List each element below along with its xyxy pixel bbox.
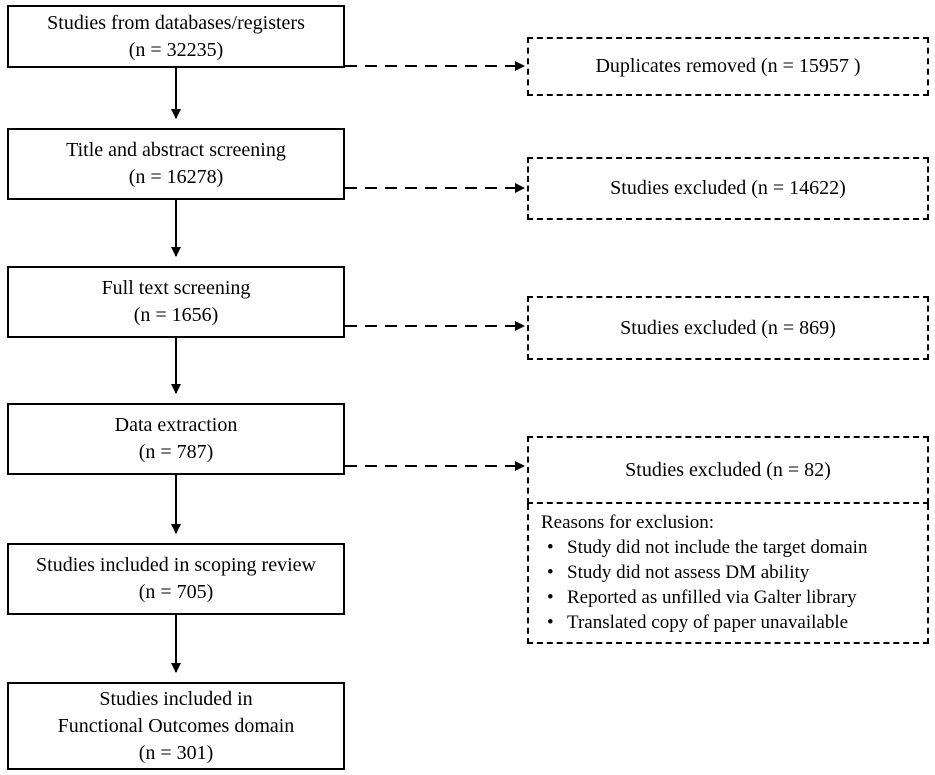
stage-full-text-screening: Full text screening (n = 1656) <box>7 266 345 338</box>
stage-count: (n = 787) <box>138 441 214 463</box>
reasons-heading: Reasons for exclusion: <box>541 512 715 533</box>
stage-title: Title and abstract screening <box>66 139 286 161</box>
exclusion-reasons: Reasons for exclusion: Study did not inc… <box>527 504 929 644</box>
stage-functional-outcomes: Studies included in Functional Outcomes … <box>7 682 345 770</box>
reason-item: Translated copy of paper unavailable <box>541 610 919 635</box>
reason-item: Study did not assess DM ability <box>541 560 919 585</box>
stage-count: (n = 301) <box>138 741 214 764</box>
stage-identification: Studies from databases/registers (n = 32… <box>7 5 345 68</box>
exclusion-title-abstract: Studies excluded (n = 14622) <box>527 157 929 220</box>
exclusion-label: Studies excluded (n = 82) <box>625 458 831 481</box>
reason-item: Reported as unfilled via Galter library <box>541 585 919 610</box>
exclusion-full-text: Studies excluded (n = 869) <box>527 296 929 360</box>
stage-count: (n = 1656) <box>133 304 219 326</box>
stage-count: (n = 16278) <box>128 166 224 188</box>
stage-data-extraction: Data extraction (n = 787) <box>7 403 345 475</box>
stage-count: (n = 32235) <box>128 38 224 61</box>
exclusion-label: Studies excluded (n = 869) <box>620 316 836 339</box>
stage-title: Full text screening <box>101 277 251 299</box>
stage-title-line-1: Studies included in <box>99 687 253 710</box>
reasons-list: Study did not include the target domain … <box>541 535 919 635</box>
exclusion-data-extraction: Studies excluded (n = 82) <box>527 436 929 504</box>
stage-title: Studies included in scoping review <box>36 554 316 576</box>
exclusion-label: Duplicates removed (n = 15957 ) <box>595 55 861 77</box>
exclusion-label: Studies excluded (n = 14622) <box>610 177 846 199</box>
exclusion-duplicates-removed: Duplicates removed (n = 15957 ) <box>527 37 929 96</box>
stage-title: Studies from databases/registers <box>47 11 305 34</box>
stage-title-line-2: Functional Outcomes domain <box>57 714 295 737</box>
stage-count: (n = 705) <box>138 581 214 603</box>
reason-item: Study did not include the target domain <box>541 535 919 560</box>
stage-title-abstract-screening: Title and abstract screening (n = 16278) <box>7 128 345 200</box>
stage-title: Data extraction <box>114 414 238 436</box>
stage-scoping-review: Studies included in scoping review (n = … <box>7 543 345 615</box>
